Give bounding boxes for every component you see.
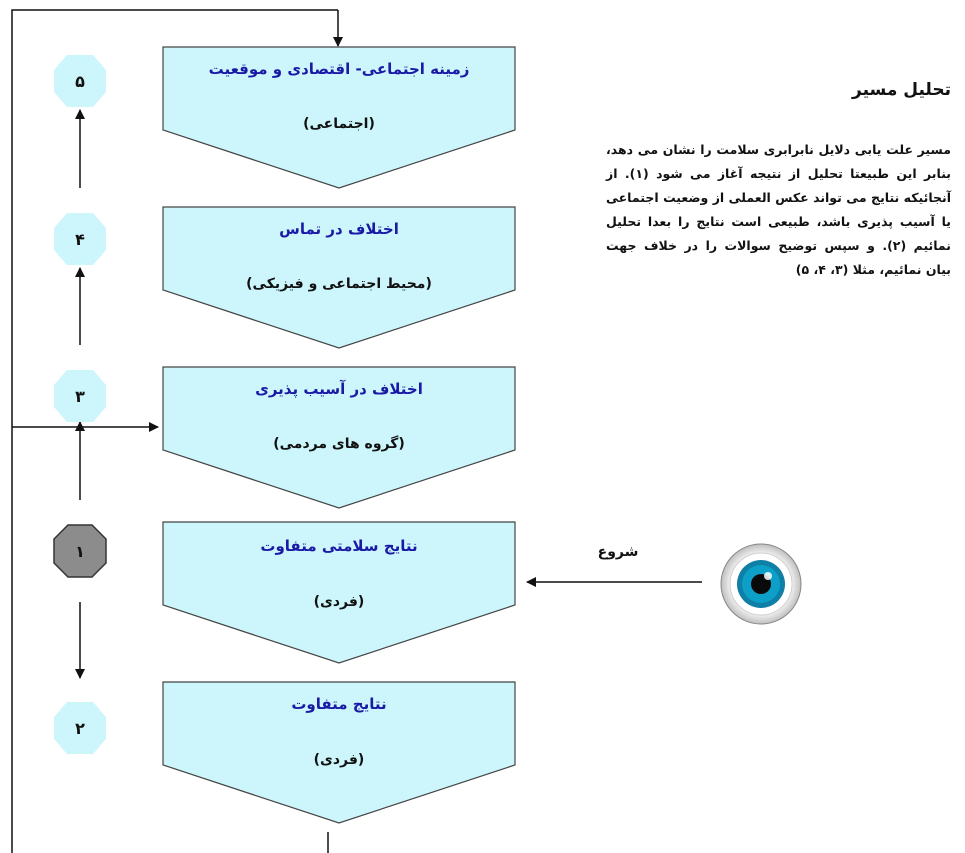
step-4-box xyxy=(162,206,516,349)
step-4-title: اختلاف در تماس xyxy=(279,220,399,238)
top-feedback-line xyxy=(11,9,338,853)
step-2-title: نتایج متفاوت xyxy=(291,695,386,713)
step-1-box xyxy=(162,521,516,664)
step-1-title: نتایج سلامتی متفاوت xyxy=(260,537,417,555)
step-5-subtitle: (اجتماعی) xyxy=(303,116,375,132)
step-3-title: اختلاف در آسیب پذیری xyxy=(255,380,423,399)
step-2-subtitle: (فردی) xyxy=(314,752,365,768)
step-4-number: ۴ xyxy=(75,230,85,249)
step-3: اختلاف در آسیب پذیری (گروه های مردمی) ۳ xyxy=(54,366,516,509)
step-4-subtitle: (محیط اجتماعی و فیزیکی) xyxy=(246,276,432,292)
eye-icon xyxy=(720,543,802,625)
step-3-box xyxy=(162,366,516,509)
step-5-badge xyxy=(54,55,106,107)
start-label: شروع xyxy=(598,544,639,560)
step-2: نتایج متفاوت (فردی) ۲ xyxy=(54,681,516,824)
description-text: مسیر علت یابی دلایل نابرابری سلامت را نش… xyxy=(606,142,952,277)
step-5-title: زمینه اجتماعی- اقتصادی و موقعیت xyxy=(209,60,470,78)
step-5-box xyxy=(162,46,516,189)
connector-lines xyxy=(11,9,702,853)
step-1-subtitle: (فردی) xyxy=(314,594,365,610)
step-4-badge xyxy=(54,213,106,265)
diagram-heading: تحلیل مسیر xyxy=(852,80,951,100)
step-4: اختلاف در تماس (محیط اجتماعی و فیزیکی) ۴ xyxy=(54,206,516,349)
step-5: زمینه اجتماعی- اقتصادی و موقعیت (اجتماعی… xyxy=(54,46,516,189)
step-3-badge xyxy=(54,370,106,422)
step-3-subtitle: (گروه های مردمی) xyxy=(273,435,405,452)
step-5-number: ۵ xyxy=(75,72,85,91)
step-1-badge xyxy=(53,524,107,578)
step-1-number: ۱ xyxy=(75,542,85,561)
step-1: نتایج سلامتی متفاوت (فردی) ۱ xyxy=(53,521,516,664)
step-2-number: ۲ xyxy=(75,719,85,738)
step-2-box xyxy=(162,681,516,824)
step-3-number: ۳ xyxy=(75,387,85,406)
step-2-badge xyxy=(54,702,106,754)
